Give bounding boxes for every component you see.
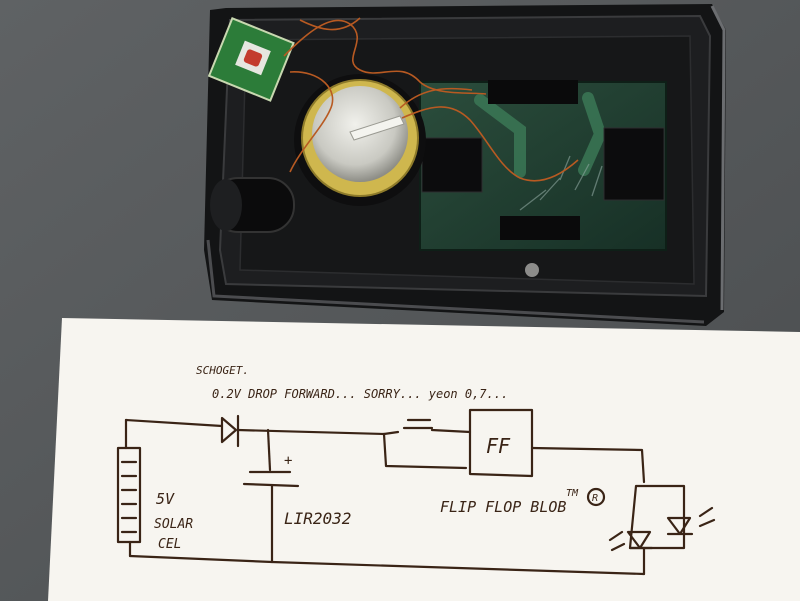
trademark: TM [566, 488, 579, 499]
source-label-1: SOLAR [154, 517, 193, 532]
flipflop-label: FF [486, 434, 511, 458]
diode-symbol [220, 416, 238, 444]
registered-mark: R [592, 493, 598, 504]
schematic-sketch [116, 408, 716, 576]
pcb-board [419, 80, 667, 251]
solar-cell-symbol [116, 446, 142, 544]
plus-sign: + [284, 453, 292, 469]
blob-label: FLIP FLOP BLOB [440, 498, 566, 516]
switch-module [207, 17, 295, 102]
board-component-right [603, 127, 665, 201]
led-symbol-1 [626, 530, 654, 550]
board-component-left [421, 137, 483, 193]
source-voltage: 5V [156, 490, 175, 508]
sketch-note-2: 0.2V DROP FORWARD... SORRY... yeon 0,7..… [212, 387, 508, 401]
battery-symbol [242, 470, 300, 488]
flipflop-box [468, 408, 534, 478]
battery-label: LIR2032 [284, 509, 351, 528]
coin-cell-battery [294, 74, 426, 206]
paper-sheet [48, 318, 800, 601]
source-label-2: CEL [158, 537, 181, 552]
switch-symbol [382, 418, 472, 436]
sketch-note-1: SCHOGET. [196, 364, 249, 377]
copper-wires [283, 17, 579, 182]
led-symbol-2 [666, 516, 694, 536]
